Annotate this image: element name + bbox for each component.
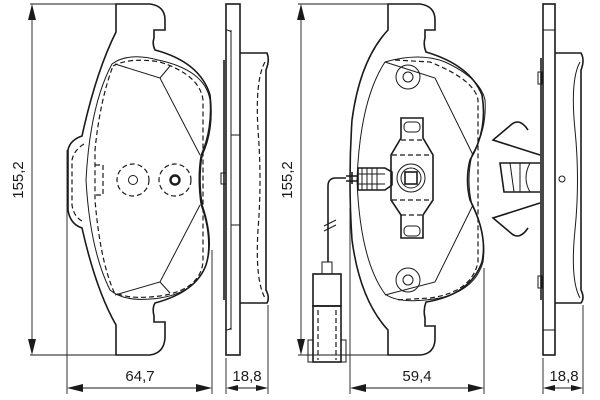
pad-1-height-dimension [28, 3, 116, 356]
pad-1-thickness-dimension [225, 305, 269, 394]
pad-2-width-dimension [349, 208, 485, 394]
retaining-clip [491, 121, 541, 237]
pad-1-thickness-label: 18,8 [232, 368, 261, 385]
pad-1-height-label: 155,2 [10, 161, 27, 199]
pad-2-thickness-label: 18,8 [549, 368, 578, 385]
pad-2-height-dimension [297, 3, 388, 356]
pad-2-height-label: 155,2 [279, 161, 296, 199]
pad-1-side-view [220, 3, 270, 356]
pad-1-width-dimension [66, 150, 213, 394]
wear-sensor [307, 167, 393, 363]
pad-2-width-label: 59,4 [402, 368, 431, 385]
pad-2-thickness-dimension [542, 305, 584, 394]
pad-1-width-label: 64,7 [125, 368, 154, 385]
pad-1-front-view [67, 3, 212, 356]
pad-2-front-view [349, 3, 486, 356]
pad-2-side-view [537, 3, 584, 356]
